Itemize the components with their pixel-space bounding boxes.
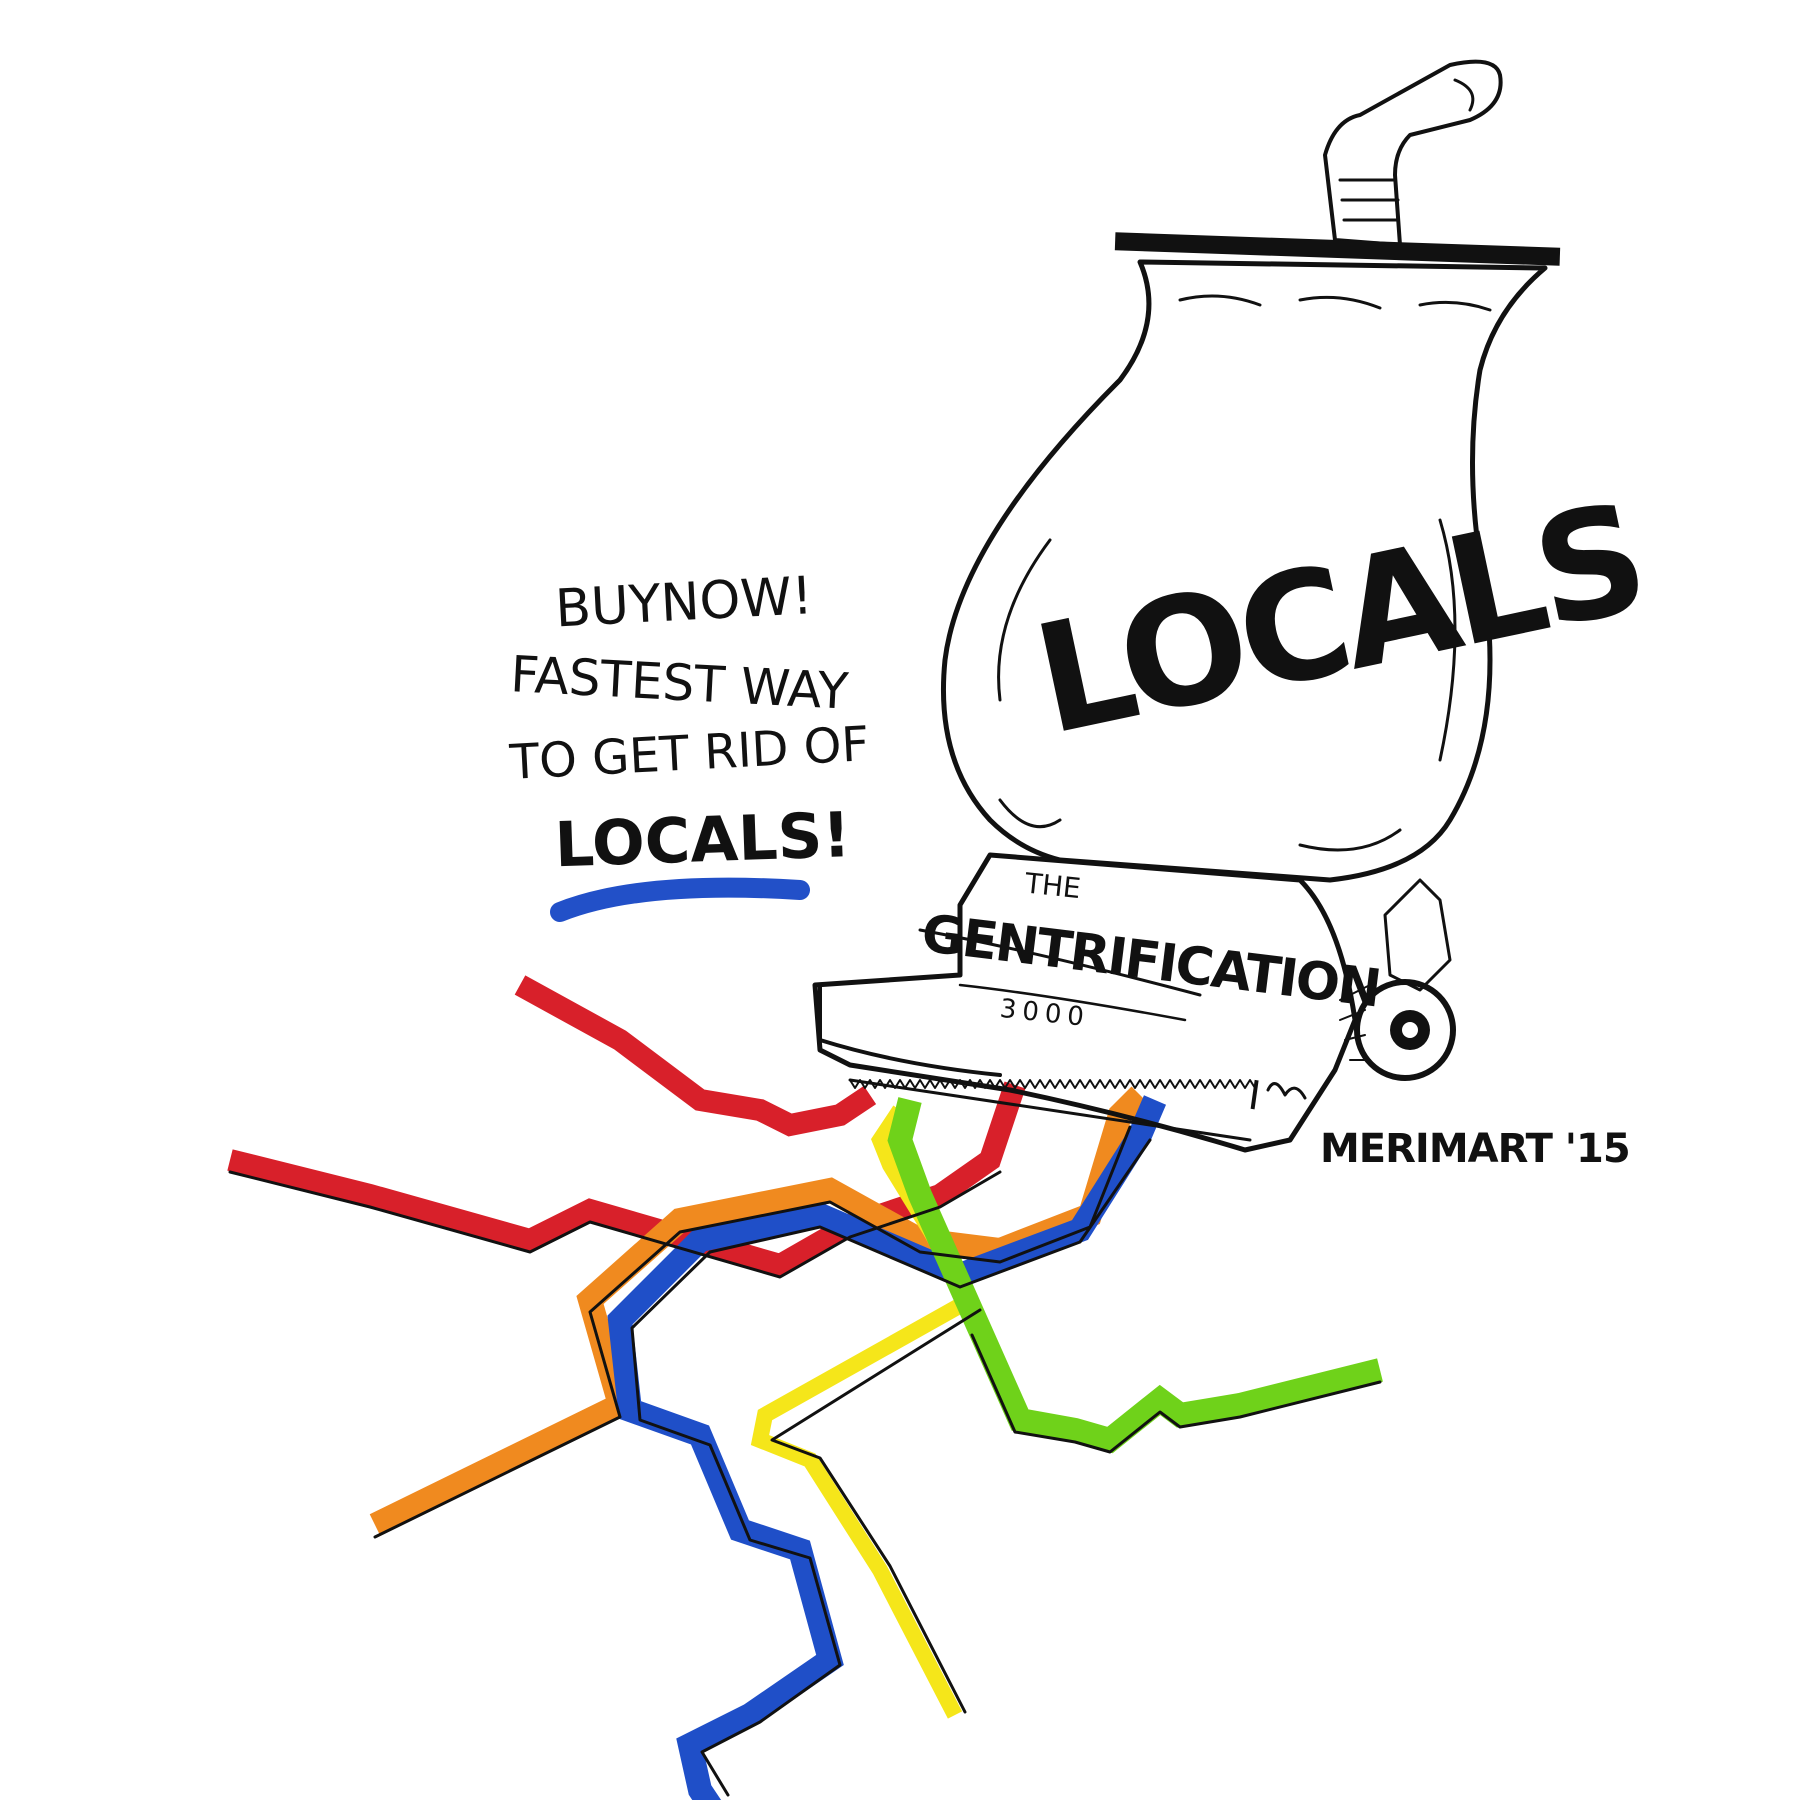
ad-underline: [550, 877, 810, 922]
blue-line: [607, 1095, 1167, 1800]
red-line-upper: [514, 975, 877, 1137]
vacuum-handle: [1323, 59, 1503, 247]
base-model-label: 3000: [998, 994, 1091, 1033]
ad-line-2: FASTEST WAY: [509, 645, 850, 721]
ad-line-1: BUYNOW!: [554, 566, 814, 639]
red-line: [227, 1081, 1026, 1277]
vacuum-bag: LOCALS: [940, 232, 1656, 883]
green-line: [887, 1097, 1383, 1454]
artist-signature: MERIMART '15: [1320, 1126, 1630, 1172]
base-brand-label: GENTRIFICATION: [918, 904, 1382, 1020]
orange-line: [369, 1086, 1149, 1536]
ad-line-3: TO GET RID OF: [507, 716, 870, 791]
ad-copy: BUYNOW! FASTEST WAY TO GET RID OF LOCALS…: [507, 566, 870, 922]
subway-lines: [227, 975, 1383, 1800]
ad-line-4: LOCALS!: [553, 798, 851, 881]
bag-label: LOCALS: [1022, 471, 1656, 768]
base-the-label: THE: [1022, 866, 1082, 905]
yellow-line: [750, 1105, 981, 1719]
base-logo: I: [1245, 1073, 1263, 1120]
